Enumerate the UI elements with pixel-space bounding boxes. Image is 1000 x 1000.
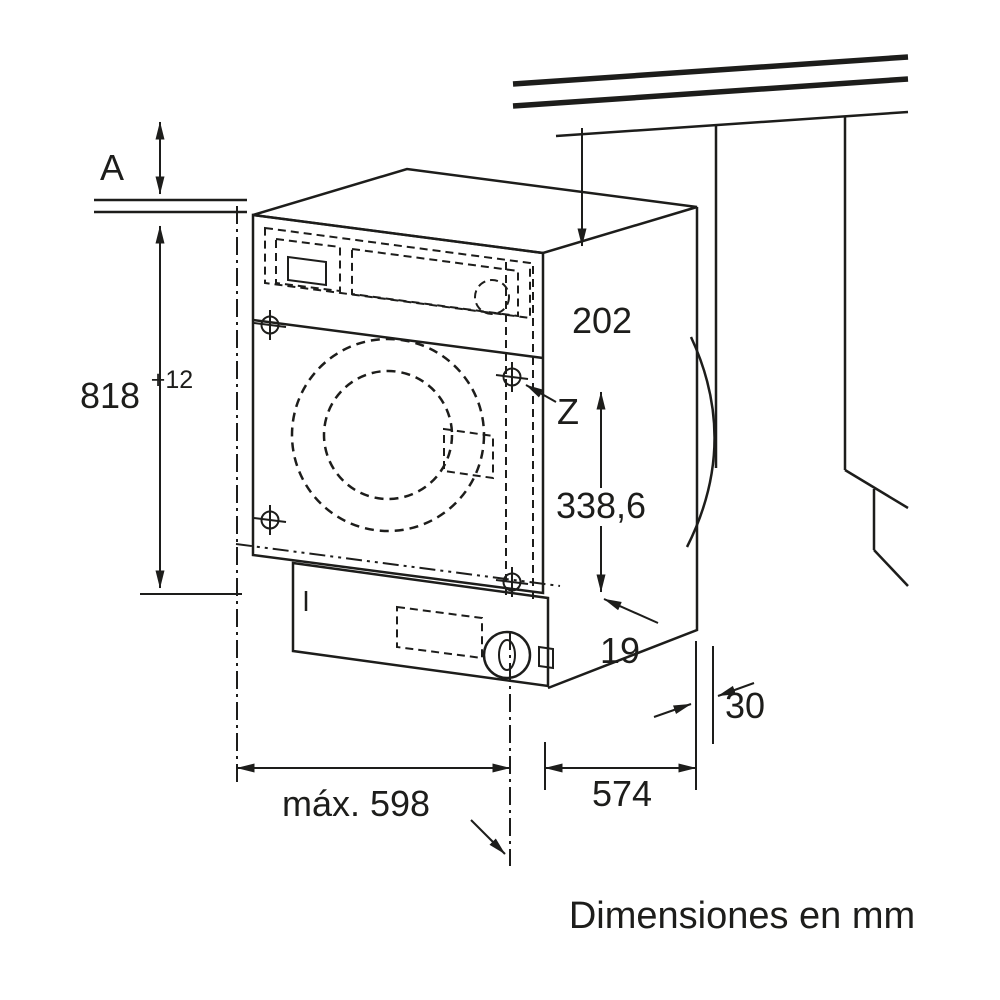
dim-height-tolerance-label: +12 bbox=[151, 366, 193, 394]
dim-z-label: Z bbox=[557, 391, 579, 432]
dim-574: 574 bbox=[544, 740, 697, 814]
dim-depth-label: 574 bbox=[592, 773, 652, 814]
worktop-lines bbox=[512, 54, 909, 138]
reference-lines bbox=[235, 206, 561, 866]
dim-height-label: 818 bbox=[80, 375, 140, 416]
dim-30: 30 bbox=[653, 641, 765, 744]
hinge-markers bbox=[253, 310, 529, 597]
worktop-left-reference bbox=[94, 198, 247, 214]
dim-z: Z bbox=[525, 384, 579, 432]
dim-height-818: 818 +12 bbox=[80, 225, 242, 595]
dim-202-label: 202 bbox=[572, 300, 632, 341]
door-bulge-arc bbox=[685, 336, 716, 548]
dim-19: 19 bbox=[600, 598, 659, 671]
dim-30-label: 30 bbox=[725, 685, 765, 726]
hinge-marker bbox=[495, 362, 529, 392]
service-flap-outline bbox=[396, 605, 483, 660]
control-panel bbox=[252, 226, 544, 360]
units-caption: Dimensiones en mm bbox=[569, 895, 915, 937]
hinge-strip bbox=[505, 262, 534, 604]
dim-338-label: 338,6 bbox=[556, 485, 646, 526]
machine-outline bbox=[251, 167, 699, 690]
adjacent-cabinet bbox=[714, 116, 909, 587]
dim-338: 338,6 bbox=[546, 391, 656, 593]
program-knob-outline bbox=[474, 279, 510, 315]
dim-19-label: 19 bbox=[600, 630, 640, 671]
dim-338-label-bg bbox=[546, 488, 656, 526]
hinge-marker bbox=[253, 310, 287, 340]
dim-202: 202 bbox=[572, 128, 632, 341]
door-handle-outline bbox=[443, 427, 494, 480]
door-porthole bbox=[290, 337, 494, 533]
dim-a-label: A bbox=[100, 147, 124, 188]
dim-a: A bbox=[100, 121, 165, 195]
plinth-details bbox=[304, 591, 554, 680]
hinge-marker bbox=[253, 505, 287, 535]
hinge-marker bbox=[495, 567, 529, 597]
dim-max-width-label: máx. 598 bbox=[282, 783, 430, 824]
dim-max-598: máx. 598 bbox=[236, 763, 511, 824]
filter-cap bbox=[482, 630, 532, 680]
bottom-leader-arrow bbox=[470, 819, 506, 855]
